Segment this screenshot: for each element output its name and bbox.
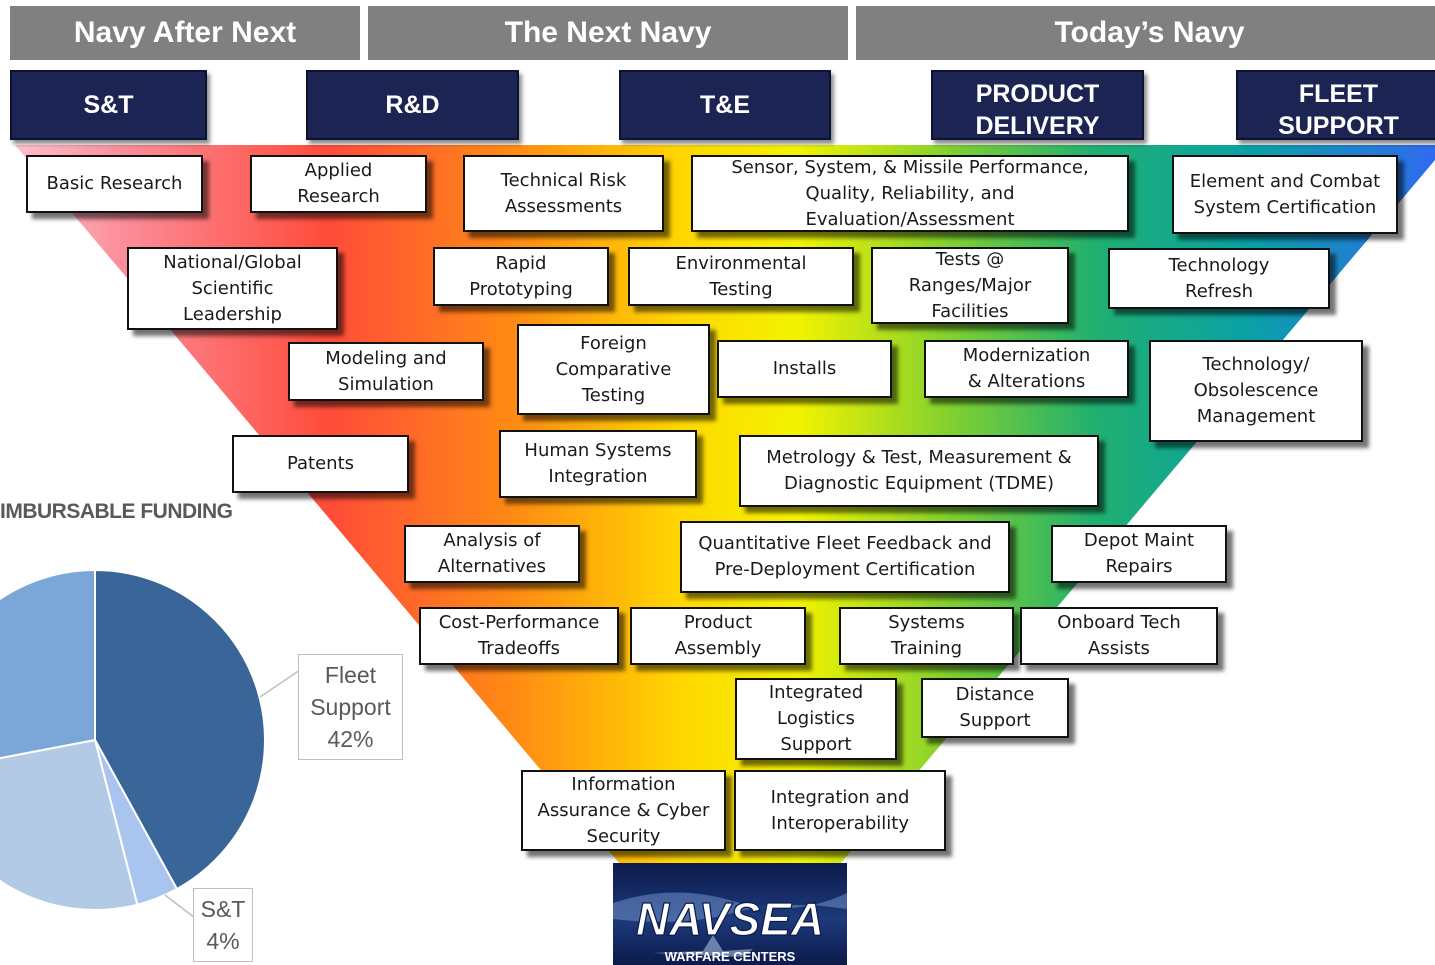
activity-technology-refresh: Technology Refresh bbox=[1108, 248, 1330, 309]
activity-installs: Installs bbox=[717, 340, 892, 398]
activity-technical-risk: Technical Risk Assessments bbox=[463, 155, 664, 232]
activity-integrated-logistics: Integrated Logistics Support bbox=[735, 678, 897, 760]
activity-human-systems: Human Systems Integration bbox=[499, 430, 697, 498]
activity-obsolescence: Technology/ Obsolescence Management bbox=[1149, 340, 1363, 442]
activity-applied-research: Applied Research bbox=[250, 155, 427, 213]
activity-basic-research: Basic Research bbox=[26, 155, 203, 213]
activity-onboard-tech: Onboard Tech Assists bbox=[1020, 607, 1218, 665]
phase-st: S&T bbox=[10, 70, 207, 140]
pie-title: IMBURSABLE FUNDING bbox=[0, 500, 233, 523]
fleet-leader-line bbox=[259, 669, 301, 698]
st-leader-line bbox=[164, 894, 196, 919]
navsea-subtitle: WARFARE CENTERS bbox=[665, 949, 796, 964]
activity-systems-training: Systems Training bbox=[839, 607, 1014, 665]
activity-analysis-alternatives: Analysis of Alternatives bbox=[404, 525, 580, 583]
activity-rapid-prototyping: Rapid Prototyping bbox=[433, 247, 609, 306]
activity-modeling-simulation: Modeling and Simulation bbox=[288, 342, 484, 401]
activity-info-assurance: Information Assurance & Cyber Security bbox=[521, 770, 726, 851]
era-next-navy: The Next Navy bbox=[368, 6, 848, 60]
navsea-logo: NAVSEA WARFARE CENTERS bbox=[613, 863, 847, 965]
pie-slice-unlabeled-3 bbox=[0, 568, 96, 760]
activity-cost-performance: Cost-Performance Tradeoffs bbox=[419, 607, 619, 665]
activity-environmental-testing: Environmental Testing bbox=[628, 247, 854, 306]
activity-integration-interop: Integration and Interoperability bbox=[734, 770, 946, 851]
activity-metrology: Metrology & Test, Measurement & Diagnost… bbox=[739, 435, 1099, 507]
era-navy-after-next: Navy After Next bbox=[10, 6, 360, 60]
activity-sensor-system: Sensor, System, & Missile Performance, Q… bbox=[691, 155, 1129, 232]
navsea-wordmark: NAVSEA bbox=[636, 893, 824, 945]
phase-product-delivery: PRODUCT DELIVERY bbox=[931, 70, 1144, 140]
activity-quantitative-feedback: Quantitative Fleet Feedback and Pre-Depl… bbox=[680, 521, 1010, 593]
activity-modernization: Modernization & Alterations bbox=[924, 340, 1129, 398]
activity-element-combat: Element and Combat System Certification bbox=[1172, 155, 1398, 234]
activity-patents: Patents bbox=[232, 435, 409, 493]
activity-foreign-comparative: Foreign Comparative Testing bbox=[517, 324, 710, 415]
phase-te: T&E bbox=[619, 70, 831, 140]
activity-distance-support: Distance Support bbox=[921, 678, 1069, 738]
activity-national-global: National/Global Scientific Leadership bbox=[127, 247, 338, 330]
activity-tests-ranges: Tests @ Ranges/Major Facilities bbox=[871, 247, 1069, 324]
phase-rd: R&D bbox=[306, 70, 519, 140]
st-callout: S&T 4% bbox=[193, 888, 253, 962]
pie-slice-fleet-support bbox=[94, 568, 266, 891]
era-todays-navy: Today’s Navy bbox=[856, 6, 1435, 60]
fleet-support-callout: Fleet Support 42% bbox=[298, 654, 403, 760]
pie-slice-unlabeled-2 bbox=[0, 738, 139, 911]
activity-product-assembly: Product Assembly bbox=[630, 607, 806, 665]
activity-depot-maint: Depot Maint Repairs bbox=[1051, 525, 1227, 583]
phase-fleet-support: FLEET SUPPORT bbox=[1236, 70, 1435, 140]
